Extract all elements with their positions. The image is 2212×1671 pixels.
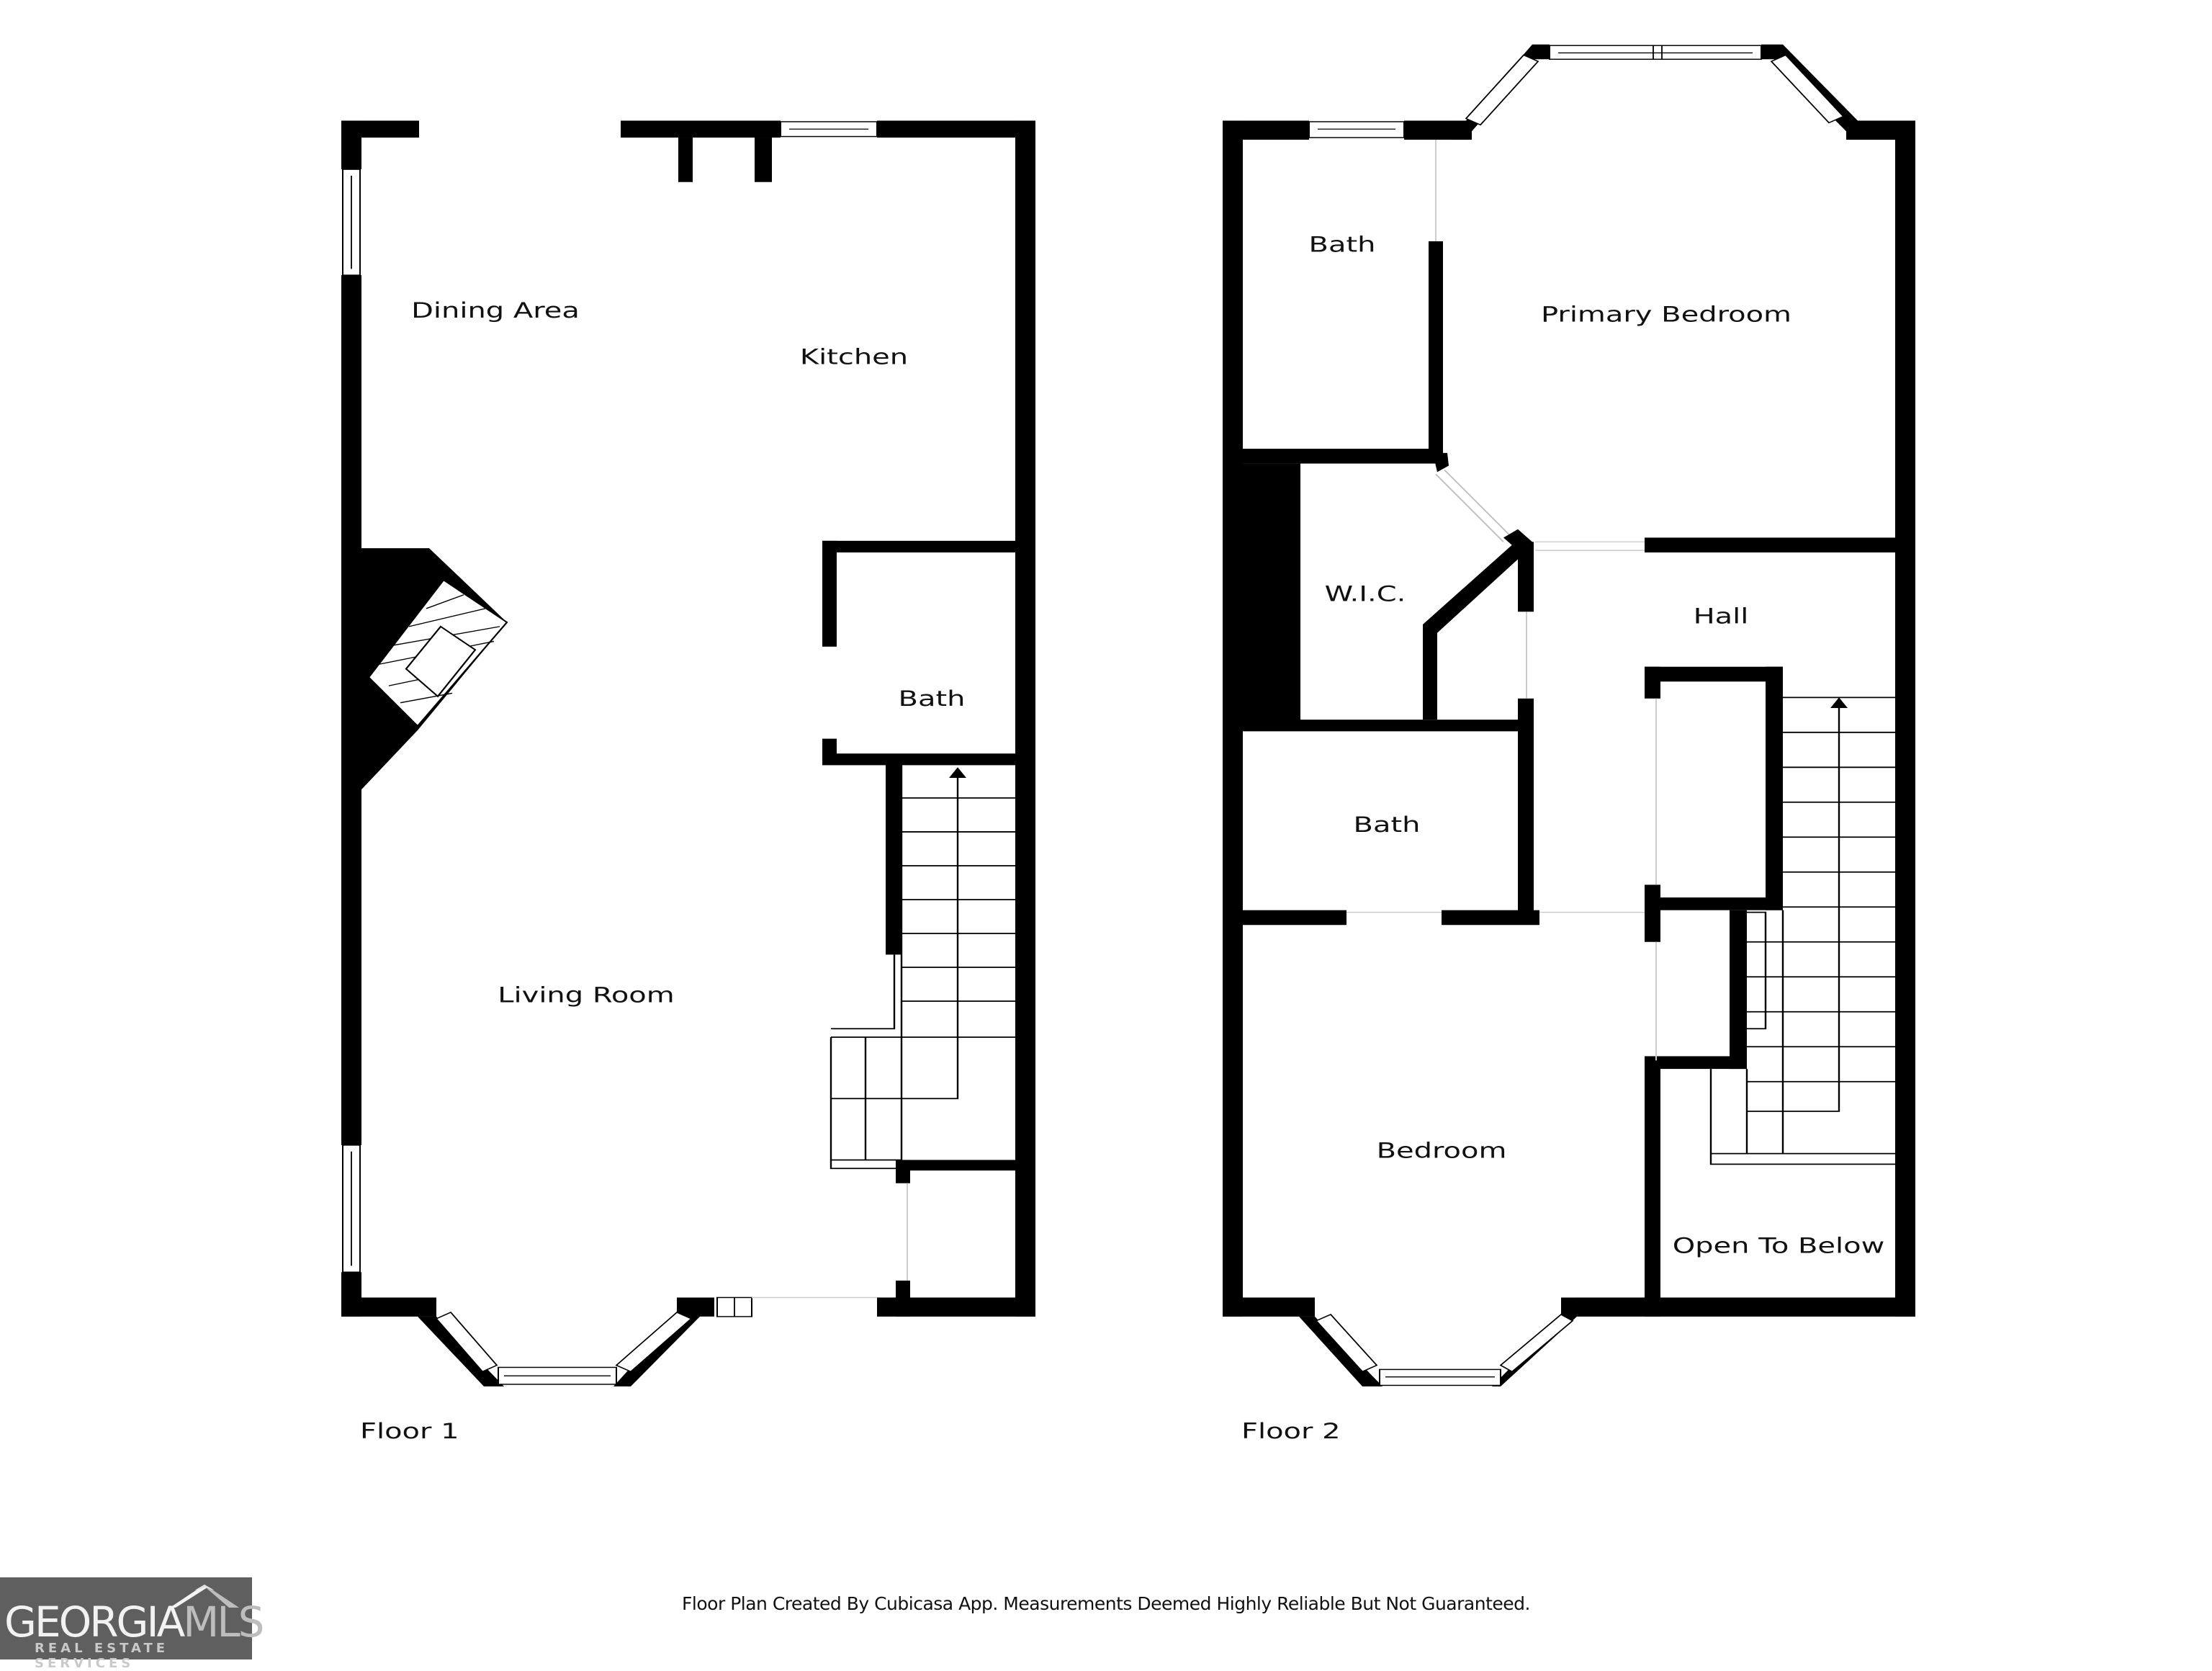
logo-tagline: REAL ESTATE SERVICES [35, 1641, 169, 1671]
room-label-bath: Bath [1309, 233, 1376, 257]
fireplace-icon [361, 548, 508, 790]
room-label-kitchen: Kitchen [800, 345, 908, 369]
room-label-bath: Bath [899, 686, 966, 711]
logo-brand-primary: GEORGIA [4, 1598, 185, 1647]
floor-1-title: Floor 1 [360, 1419, 459, 1443]
staircase-icon [1709, 696, 1895, 1165]
logo-wordmark: GEORGIAMLS [4, 1598, 264, 1647]
room-label-dining-area: Dining Area [411, 298, 580, 323]
floor-2-labels: Bath Primary Bedroom W.I.C. Hall Bath Be… [1241, 233, 1884, 1444]
floor-2-plan [1223, 44, 1915, 1386]
bay-window-icon [1465, 45, 1845, 126]
room-label-bedroom: Bedroom [1377, 1139, 1507, 1163]
room-label-open-to-below: Open To Below [1673, 1234, 1885, 1258]
floor-1-plan [341, 120, 1035, 1386]
room-label-hall: Hall [1694, 604, 1749, 629]
bay-window-icon [435, 1296, 752, 1385]
room-label-living-room: Living Room [498, 983, 674, 1008]
room-label-bath: Bath [1354, 812, 1421, 837]
room-label-primary-bedroom: Primary Bedroom [1541, 303, 1791, 327]
window-icon [342, 1144, 361, 1273]
house-roof-icon [170, 1585, 239, 1608]
window-icon [342, 169, 361, 276]
floor-2-title: Floor 2 [1241, 1419, 1341, 1443]
window-icon [1308, 121, 1405, 138]
bay-window-icon [1315, 1313, 1574, 1386]
logo-brand-secondary: MLS [183, 1598, 264, 1647]
floor-1-labels: Dining Area Kitchen Bath Living Room Flo… [360, 298, 965, 1443]
disclaimer-text: Floor Plan Created By Cubicasa App. Meas… [682, 1593, 1530, 1614]
georgia-mls-logo: GEORGIAMLS REAL ESTATE SERVICES [0, 1577, 264, 1671]
staircase-icon [830, 763, 1015, 1170]
window-icon [780, 121, 878, 138]
room-label-wic: W.I.C. [1325, 582, 1406, 606]
